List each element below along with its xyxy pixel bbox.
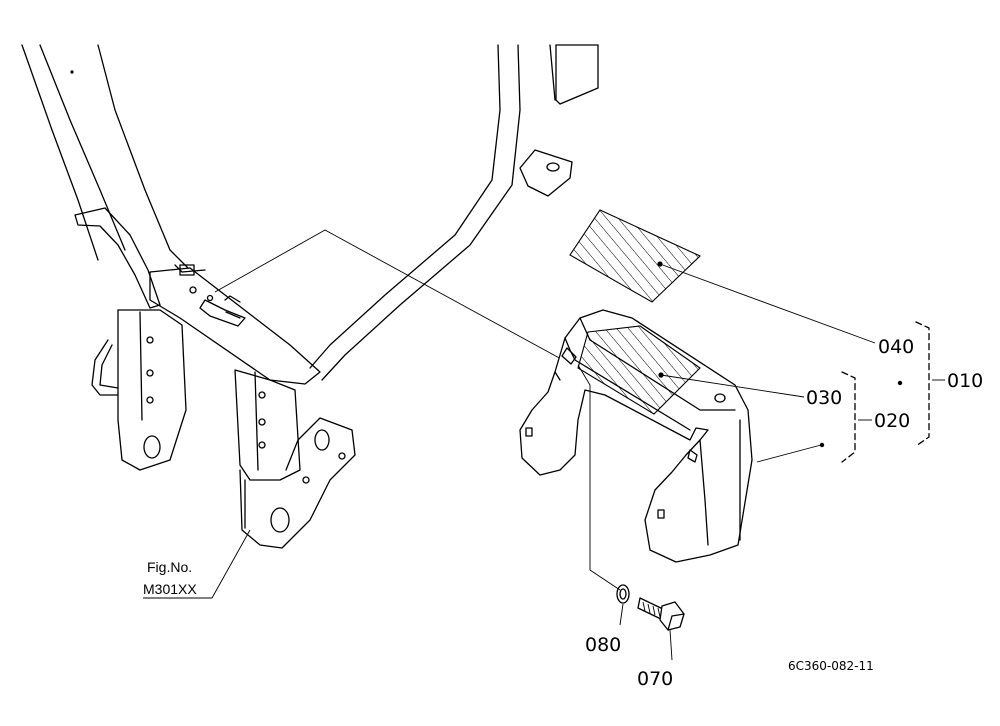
leader-lines [143, 263, 945, 661]
washer-080 [616, 584, 630, 604]
drawing-code: 6C360-082-11 [788, 659, 874, 673]
label-040: 040 [878, 336, 914, 358]
assembly-line-bolt [577, 364, 621, 591]
label-020: 020 [874, 410, 910, 432]
fig-no-value: M301XX [143, 581, 197, 597]
sticker-040 [569, 209, 701, 303]
sticker-030 [577, 325, 701, 415]
label-010: 010 [947, 370, 983, 392]
label-070: 070 [637, 668, 673, 690]
label-030: 030 [806, 387, 842, 409]
label-080: 080 [585, 634, 621, 656]
tractor-frame [21, 44, 599, 549]
mounting-reference-line [214, 229, 564, 361]
bolt-070 [637, 597, 685, 631]
fig-no-label: Fig.No. [147, 559, 192, 575]
